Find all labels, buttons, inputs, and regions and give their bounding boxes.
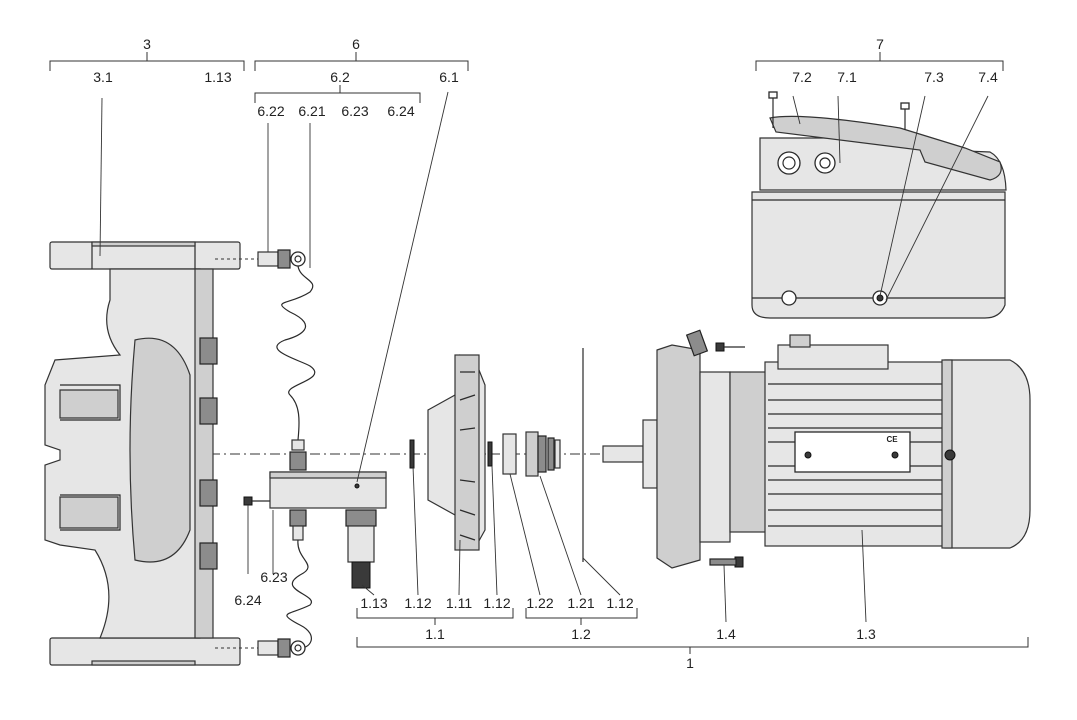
ce-mark: CE [886,435,898,444]
label-1-13-top: 1.13 [204,69,232,85]
label-1-12-b: 1.12 [483,595,511,611]
label-3: 3 [143,36,151,52]
label-7: 7 [876,36,884,52]
bracket-group-6 [254,52,469,71]
leader-lines [99,91,989,623]
label-6: 6 [352,36,360,52]
label-6-24-top: 6.24 [387,103,415,119]
label-1: 1 [686,655,694,671]
pressure-sensor-assembly [243,249,387,658]
pump-housing [44,241,258,666]
motor [602,329,1031,569]
label-7-2: 7.2 [792,69,812,85]
label-6-23-top: 6.23 [341,103,369,119]
bracket-group-1-1 [356,608,514,625]
label-1-11: 1.11 [445,595,473,611]
bracket-group-1-2 [525,608,638,625]
label-1-13: 1.13 [360,595,388,611]
bracket-group-7 [755,52,1004,71]
label-7-4: 7.4 [978,69,998,85]
impeller-assembly [409,354,493,551]
bracket-group-6-2 [254,85,421,103]
label-1-2: 1.2 [571,626,591,642]
label-1-12-a: 1.12 [404,595,432,611]
label-1-3: 1.3 [856,626,876,642]
label-7-1: 7.1 [837,69,857,85]
mechanical-seal [502,348,584,562]
label-7-3: 7.3 [924,69,944,85]
label-1-12-c: 1.12 [606,595,634,611]
label-6-21: 6.21 [298,103,326,119]
label-6-22: 6.22 [257,103,285,119]
label-1-1: 1.1 [425,626,445,642]
label-6-24-bottom: 6.24 [234,592,262,608]
label-1-22: 1.22 [526,595,554,611]
electronic-module [751,91,1007,319]
label-3-1: 3.1 [93,69,113,85]
label-6-23-bottom: 6.23 [260,569,288,585]
label-6-1: 6.1 [439,69,459,85]
bracket-group-1 [356,637,1029,654]
bracket-group-3 [49,52,245,71]
label-6-2: 6.2 [330,69,350,85]
label-1-4: 1.4 [716,626,736,642]
label-1-21: 1.21 [567,595,595,611]
